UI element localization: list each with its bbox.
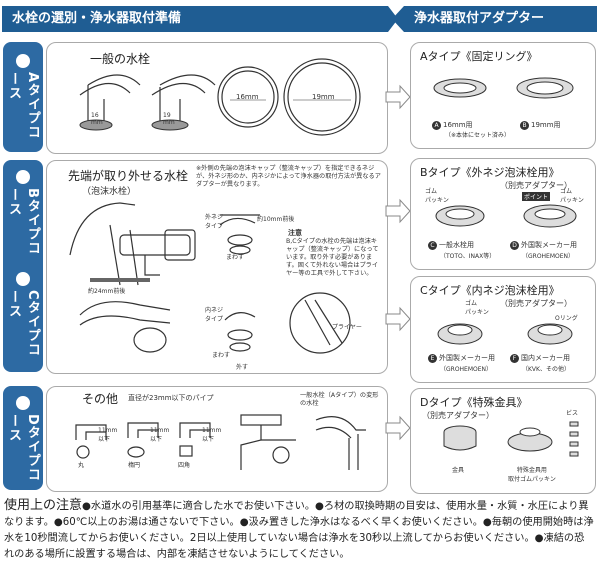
adapter-d-item2: 特殊金具用 取付ゴムパッキン [508,467,556,483]
adapter-c-item2-sub: （KVK、その他） [522,366,570,373]
usage-notes-text: ●水道水の引用基準に適合した水でお使い下さい。●ろ材の取換時期の目安は、使用水量… [4,501,594,560]
adapter-b-item1-sub: （TOTO、INAX等） [440,253,496,260]
caution-text: B,Cタイプの水栓の先端は泡沫キャップ（整流キャップ）になっています。取り外す必… [286,238,379,277]
pipe-a-16-label: 16 mm [91,112,103,126]
adapter-c-item1-label: 外国製メーカー用 [439,354,495,362]
outer-screw-label: 外ネジ タイプ [205,214,224,230]
section-d-illustration [75,414,366,470]
adapter-b-badge1: C [428,240,437,250]
adapter-d-screw: ビス [566,410,579,417]
adapter-b-sub: （別売アダプター） [500,181,572,190]
tab-b-dot [16,170,30,184]
right-header: 浄水器取付アダプター [392,6,597,32]
pipe-a-19-label: 19 mm [163,112,175,126]
tab-bc-course: Bタイプコース Cタイプコース [3,160,43,372]
inner-screw-label: 内ネジ タイプ [205,307,224,323]
adapter-b-point: ポイント [522,192,551,201]
tab-a-course: Aタイプコース [3,42,43,152]
size-label-1: 11mm 以下 [98,427,118,443]
tab-c-dot [16,272,30,286]
shape-square: 四角 [178,462,191,469]
shape-round: 丸 [78,462,85,469]
adapter-c-sub: （別売アダプター） [500,299,572,308]
adapter-b-item1-label: 一般水栓用 [439,241,474,249]
adapter-a-item1-label: 16mm用 [443,121,473,129]
adapter-a-item2-label: 19mm用 [531,121,561,129]
tab-a-dot [16,54,30,68]
adapter-a-badge1: A [432,120,441,130]
adapter-b-item2-label: 外国製メーカー用 [521,241,577,249]
usage-notes: 使用上の注意●水道水の引用基準に適合した水でお使い下さい。●ろ材の取換時期の目安… [4,498,594,563]
tab-c-label: Cタイプコース [6,290,40,357]
adapter-c-title: Cタイプ《内ネジ泡沫栓用》 [420,284,560,297]
plier-label: プライヤー [332,324,362,331]
adapter-c-item2-label: 国内メーカー用 [521,354,570,362]
turn-label-b: まわす [226,254,245,261]
tab-d-label: Dタイプコース [6,414,40,482]
panel-d [46,386,388,492]
adapter-c-illustration [437,323,573,345]
section-a-illustration [79,58,361,136]
shape-oval: 楕円 [128,462,141,469]
adapter-d-panel [410,388,596,494]
size-label-3: 11mm 以下 [202,427,222,443]
section-d-title: その他 [82,392,119,406]
panel-bc [46,160,388,374]
adapter-c-badge1: E [428,353,437,363]
adapter-b-illustration [435,204,577,228]
tab-a-label: Aタイプコース [6,72,40,140]
ring-19-label: 19mm [312,93,335,101]
caution-title: 注意 [288,229,302,237]
dia-24-label: 約24mm前後 [88,288,126,295]
turn-label-c: まわす [212,352,231,359]
adapter-a-illustration [433,77,574,99]
adapter-d-sub: （別売アダプター） [422,411,494,420]
adapter-c-item1-sub: （GROHEMOEN） [440,366,493,373]
ring-16-label: 16mm [236,93,259,101]
adapter-c-oring: Oリング [555,315,578,322]
adapter-a-badge2: B [520,120,529,130]
adapter-b-item2-sub: （GROHEMOEN） [522,253,575,260]
section-d-title-note: 直径が23mm以下のパイプ [128,394,214,402]
diam-small-label: 約10mm前後 [257,216,295,223]
adapter-a-title: Aタイプ《固定リング》 [420,50,538,63]
adapter-d-item1: 金具 [452,467,465,474]
adapter-d-title: Dタイプ《特殊金具》 [420,396,528,409]
adapter-c-gomu: ゴム パッキン [465,300,489,316]
section-bc-subtitle: （泡沫水栓） [82,187,137,197]
tab-b-label: Bタイプコース [6,188,40,255]
adapter-d-illustration [443,421,579,457]
section-bc-illustration [69,202,351,354]
adapter-b-title: Bタイプ《外ネジ泡沫栓用》 [420,166,560,179]
adapter-c-badge2: F [510,353,519,363]
section-a-title: 一般の水栓 [90,52,151,66]
connector-arrows [385,84,411,441]
right-header-label: 浄水器取付アダプター [414,11,545,26]
size-label-2: 11mm 以下 [150,427,170,443]
remove-label: 外す [236,364,249,371]
section-bc-title: 先端が取り外せる水栓 [68,169,189,183]
tab-d-dot [16,396,30,410]
panel-a [46,42,388,154]
adapter-b-gomu2: ゴム パッキン [560,188,584,204]
section-d-variant-note: 一般水栓（Aタイプ）の変形の水栓 [300,392,379,407]
section-bc-top-note: ※外側の先端の泡沫キャップ（整流キャップ）を指定できるネジが、外ネジ形のか、内ネ… [196,165,381,188]
tab-d-course: Dタイプコース [3,386,43,490]
left-header-label: 水栓の選別・浄水器取付準備 [12,11,182,26]
usage-notes-heading: 使用上の注意 [4,498,83,513]
adapter-b-badge2: D [510,240,519,250]
adapter-a-item1-sub: （※本体にセット済み） [445,132,511,139]
adapter-b-gomu1: ゴム パッキン [425,188,449,204]
left-header: 水栓の選別・浄水器取付準備 [2,6,398,32]
